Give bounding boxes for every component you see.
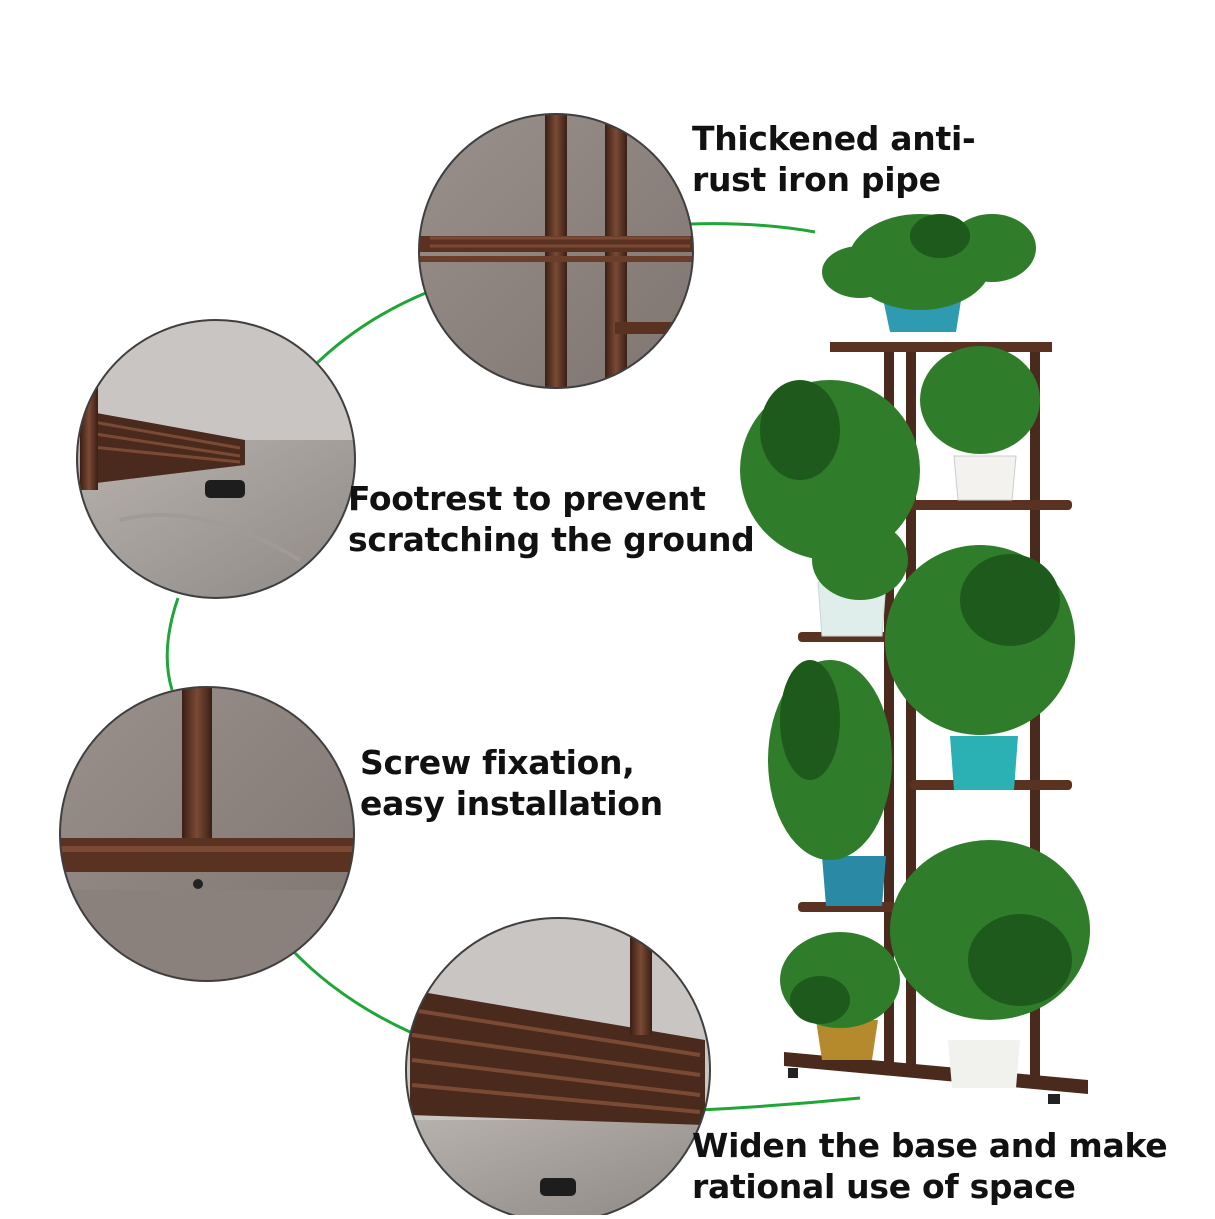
connector-lines [165,222,861,1112]
callout-base-line-2: rational use of space [692,1167,1076,1206]
callout-footrest-line-2: scratching the ground [348,520,755,559]
pipe-detail-photo [419,114,693,388]
footrest-detail-photo [77,320,355,598]
callout-pipe-line-2: rust iron pipe [692,160,941,199]
callout-pipe-line-1: Thickened anti- [692,119,976,158]
callout-screw: Screw fixation, easy installation [360,742,663,824]
screw-detail-photo [60,687,354,981]
callout-base-line-1: Widen the base and make [692,1126,1168,1165]
callout-screw-line-1: Screw fixation, [360,743,635,782]
plant-stand-illustration [740,214,1090,1104]
callout-pipe: Thickened anti- rust iron pipe [692,118,976,200]
base-detail-photo [406,918,710,1219]
callout-screw-line-2: easy installation [360,784,663,823]
callout-base: Widen the base and make rational use of … [692,1125,1168,1207]
callout-footrest-line-1: Footrest to prevent [348,479,706,518]
callout-footrest: Footrest to prevent scratching the groun… [348,478,755,560]
